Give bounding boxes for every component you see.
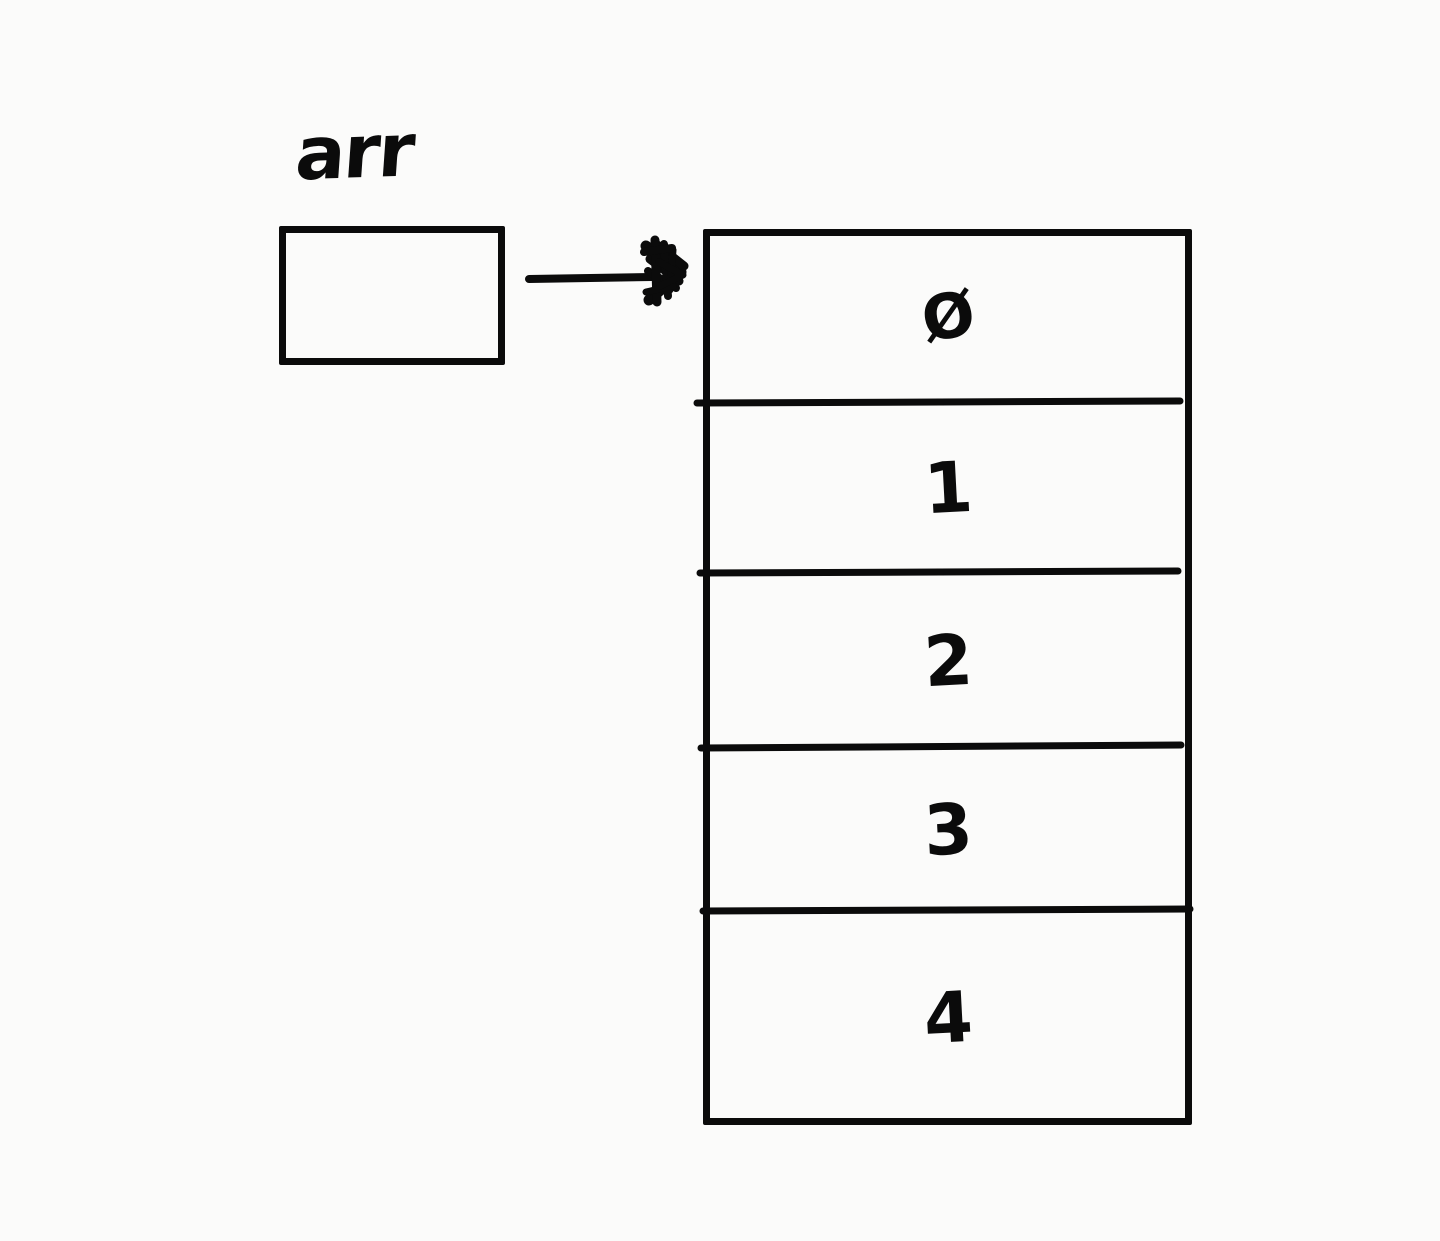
array-cell-0-value: Ø [915,275,980,357]
array-cell-3-value: 3 [921,787,974,872]
array-divider-0 [693,397,1184,407]
array-cell-list: Ø 1 2 3 4 [703,229,1192,1125]
array-cell-4-value: 4 [921,975,974,1061]
array-container [703,229,1192,1125]
array-cell-3[interactable]: 3 [703,748,1192,911]
arrow-head-icon [640,235,689,307]
array-cell-2-value: 2 [921,618,974,703]
pointer-variable-box[interactable] [279,226,505,365]
array-cell-2[interactable]: 2 [703,573,1192,748]
array-cell-dividers [693,397,1194,915]
array-cell-0[interactable]: Ø [703,229,1192,403]
array-cell-1[interactable]: 1 [703,403,1192,573]
array-cell-4[interactable]: 4 [703,911,1192,1125]
array-divider-2 [697,741,1185,752]
array-divider-3 [699,905,1194,915]
array-divider-1 [696,567,1182,577]
pointer-arrow [525,235,689,307]
array-cell-1-value: 1 [921,445,974,531]
arrow-shaft [525,273,656,283]
pointer-variable-label: arr [292,107,417,198]
